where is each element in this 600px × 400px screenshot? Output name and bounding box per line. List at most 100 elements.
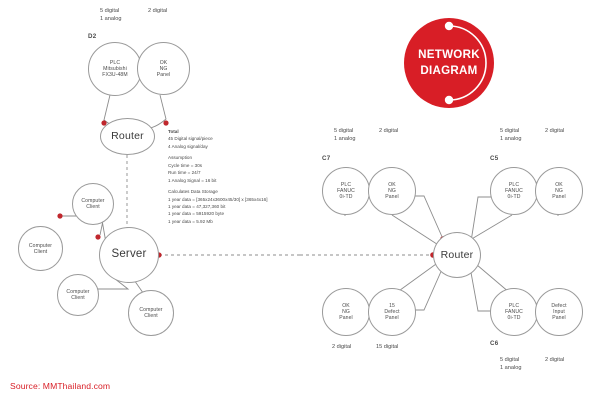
label-line-1: 5 digital [500,357,520,363]
label-line-1: 2 digital [545,128,565,134]
node-router-left[interactable]: Router [100,118,155,155]
node-line-1: OK [159,59,168,66]
label-line-1: 2 digital [332,344,352,350]
node-router-right[interactable]: Router [433,232,481,278]
node-line-1: Computer [139,307,163,313]
group-id-c6: C6 [490,340,499,347]
node-line-1: Computer [66,289,90,295]
node-line-2: NG [555,188,563,194]
node-line-3: 0i-TD [507,315,521,321]
node-c6-defect-input-panel[interactable]: Defect Input Panel [535,288,583,336]
label-line-1: 5 digital [334,128,354,134]
info-calc-line-1: 1 year data = [365x24x3600x45/30] x [365… [168,196,268,202]
node-line-2: Client [86,204,100,210]
node-line-3: 0i-TD [339,194,353,200]
left-label-2digital: 2 digital [148,8,167,16]
info-calc-line-4: 1 year data = 5.92 Mb [168,218,213,224]
node-c7-ok-ng-panel[interactable]: OK NG Panel [368,167,416,215]
node-line-1: PLC [508,182,520,188]
badge-disc [404,18,494,108]
c5-label-2digital: 2 digital [545,128,564,136]
node-ok-ng-panel-left[interactable]: OK NG Panel [137,42,190,95]
left-label-5digital-1analog: 5 digital 1 analog [100,8,121,24]
label-line-2: 1 analog [500,135,522,142]
node-plc-mitsubishi[interactable]: PLC Mitsubishi FX3U-48M [88,42,142,96]
bl-label-15digital: 15 digital [376,344,398,352]
node-computer-client-1[interactable]: Computer Client [72,183,114,225]
node-label: Router [440,248,474,261]
c6-label-2digital: 2 digital [545,357,564,365]
node-line-1: Defect [551,303,567,309]
node-line-1: Computer [28,242,53,249]
badge-text: NETWORK DIAGRAM [404,18,494,108]
node-line-3: Panel [552,315,566,321]
label-line-1: 2 digital [379,128,399,134]
badge-arc-icon [444,21,487,105]
group-id-c7: C7 [322,155,331,162]
node-line-2: Input [553,309,565,315]
node-line-1: OK [555,182,563,188]
network-diagram-badge: NETWORK DIAGRAM [400,14,498,112]
info-total-heading: Total [168,129,179,134]
node-line-2: FANUC [505,188,523,194]
node-line-1: 15 [389,303,395,309]
node-label: Router [111,130,144,143]
source-credit: Source: MMThailand.com [10,381,111,391]
info-calc-heading: Calculates Data Storage [168,189,218,195]
node-line-3: FX3U-48M [102,72,128,78]
node-line-2: FANUC [337,188,355,194]
group-id-d2: D2 [88,33,97,40]
node-line-2: NG [388,188,396,194]
c5-label-5digital-1analog: 5 digital 1 analog [500,128,521,144]
node-bl-defect-panel[interactable]: 15 Defect Panel [368,288,416,336]
node-line-3: Panel [339,315,353,321]
node-computer-client-3[interactable]: Computer Client [57,274,99,316]
badge-line-2: DIAGRAM [420,64,478,77]
info-assumption-heading: Assumption [168,155,193,161]
label-line-2: 1 analog [100,15,122,22]
node-line-3: Panel [156,71,171,78]
node-line-1: PLC [109,60,121,66]
c6-label-5digital-1analog: 5 digital 1 analog [500,357,521,373]
node-line-2: Client [33,248,48,255]
node-line-1: OK [388,182,396,188]
label-line-2: 1 analog [334,135,356,142]
node-line-3: Panel [385,315,399,321]
info-assumption-line-3: 1 Analog Signal = 16 bit [168,177,217,183]
node-line-2: FANUC [505,309,523,315]
node-line-3: 0i-TD [507,194,521,200]
node-c6-plc-fanuc[interactable]: PLC FANUC 0i-TD [490,288,538,336]
node-line-3: Panel [552,194,566,200]
node-label: Server [111,248,147,261]
node-line-1: PLC [340,182,352,188]
group-id-c5: C5 [490,155,499,162]
node-line-2: Defect [384,309,400,315]
bl-label-2digital: 2 digital [332,344,351,352]
node-c5-plc-fanuc[interactable]: PLC FANUC 0i-TD [490,167,538,215]
node-server[interactable]: Server [99,227,159,283]
label-line-1: 2 digital [148,8,168,14]
info-calc-line-3: 1 year data = 5915920 byte [168,211,225,217]
node-c7-plc-fanuc[interactable]: PLC FANUC 0i-TD [322,167,370,215]
label-line-1: 15 digital [376,344,399,350]
label-line-1: 5 digital [100,8,120,14]
info-block: Total 45 Digital signal/piece 4 Analog s… [168,128,267,225]
label-line-1: 2 digital [545,357,565,363]
node-line-1: Computer [81,198,105,204]
node-line-2: NG [342,309,350,315]
badge-line-1: NETWORK [418,48,480,62]
node-computer-client-4[interactable]: Computer Client [128,290,174,336]
info-total-line-2: 4 Analog signal/day [168,143,208,149]
node-line-2: Client [144,313,158,319]
label-line-2: 1 analog [500,364,522,371]
node-computer-client-2[interactable]: Computer Client [18,226,63,271]
node-line-2: Mitsubishi [103,66,127,72]
node-c5-ok-ng-panel[interactable]: OK NG Panel [535,167,583,215]
node-bl-ok-ng-panel[interactable]: OK NG Panel [322,288,370,336]
c7-label-2digital: 2 digital [379,128,398,136]
node-line-2: NG [159,65,168,72]
info-calc-line-2: 1 year data = 47,327,360 bit [168,203,226,209]
label-line-1: 5 digital [500,128,520,134]
c7-label-5digital-1analog: 5 digital 1 analog [334,128,355,144]
